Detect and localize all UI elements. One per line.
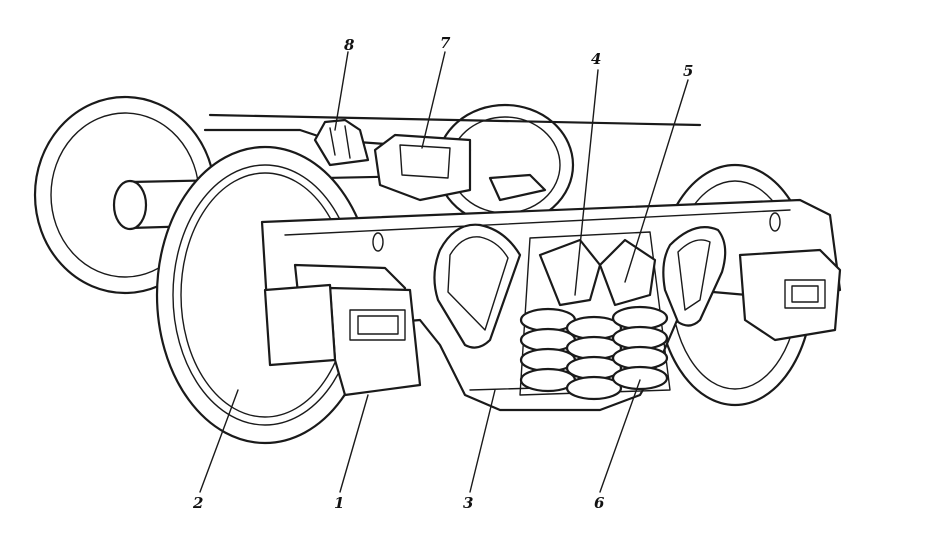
bolster-top (203, 113, 702, 202)
label-4: 4 (591, 50, 601, 68)
left-axle-box (263, 263, 422, 397)
label-3: 3 (463, 494, 473, 512)
frame-window-left (433, 223, 522, 349)
right-axle-box (738, 248, 842, 342)
leader-lines (199, 51, 689, 493)
label-6: 6 (594, 494, 605, 512)
frame-bolt-holes (372, 212, 781, 252)
label-1: 1 (334, 494, 344, 512)
label-5: 5 (683, 62, 693, 80)
frame-window-right (662, 226, 727, 327)
spring-set (519, 305, 669, 401)
label-7: 7 (440, 34, 451, 52)
side-bearing (313, 118, 370, 167)
label-2: 2 (192, 494, 203, 512)
label-8: 8 (344, 36, 355, 54)
